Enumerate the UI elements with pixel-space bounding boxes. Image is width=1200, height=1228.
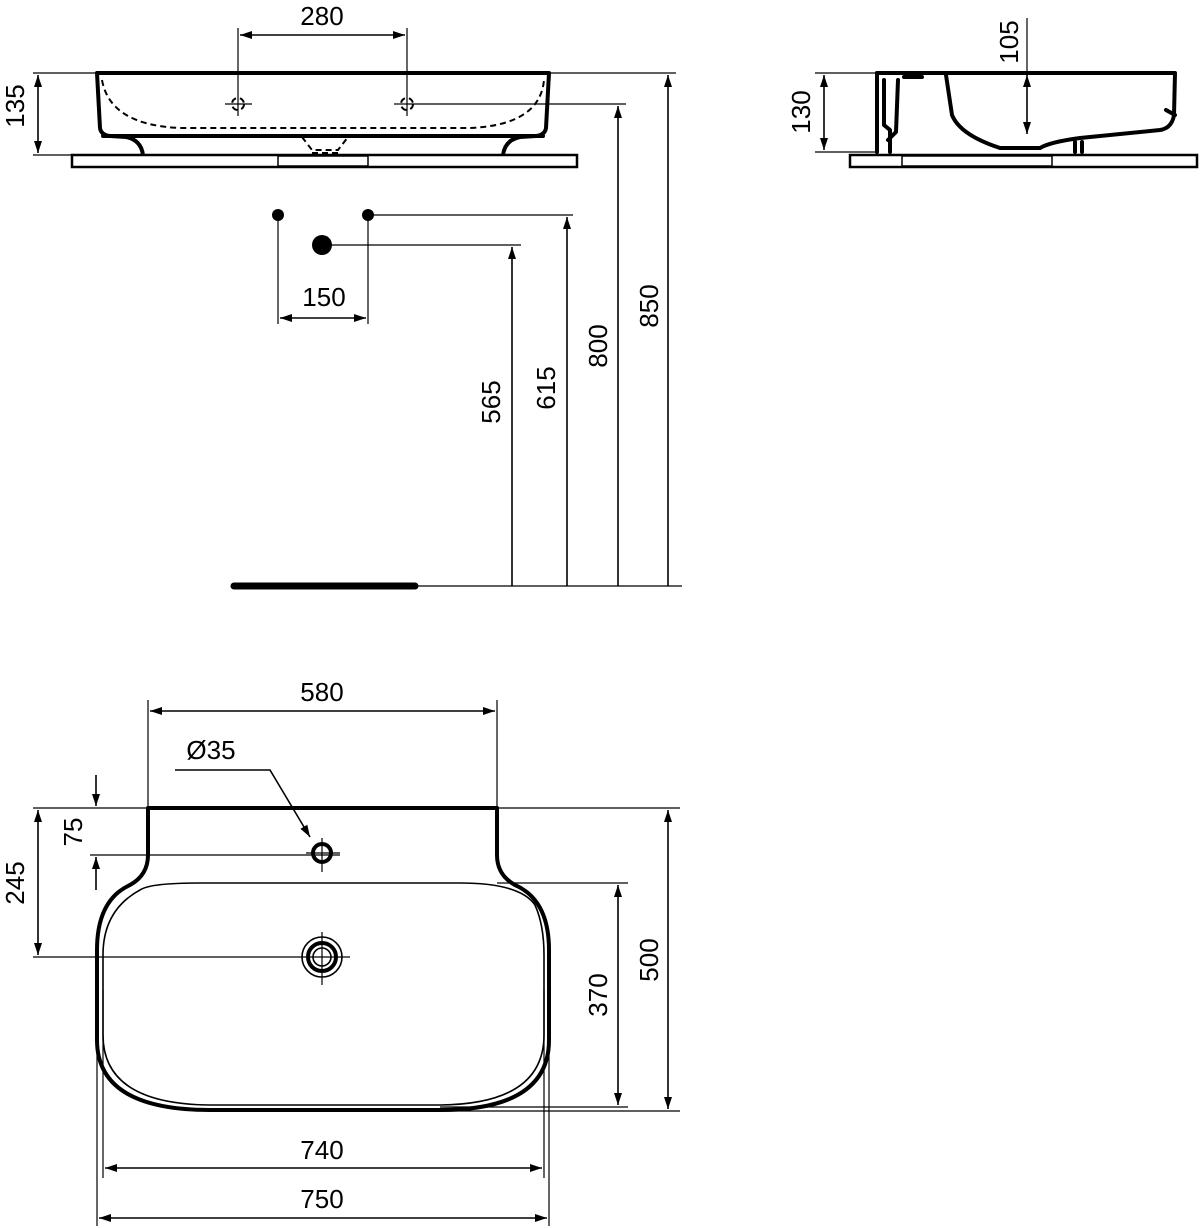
side-countertop-slab [848,153,1199,169]
dim-label-side-basin-height: 130 [786,90,816,133]
dim-label-total-width: 750 [300,1184,343,1214]
dim-label-tap-hole-spacing: 280 [300,1,343,31]
leader-line-diameter [175,769,311,838]
dim-label-supply-spacing: 150 [302,282,345,312]
front-basin-outline [95,71,551,157]
dim-label-tap-hole-height: 800 [583,324,613,367]
dim-label-supply-height: 615 [531,366,561,409]
dim-label-basin-height: 135 [0,84,30,127]
dim-label-waste-height: 565 [476,380,506,423]
dim-label-drain-offset: 245 [0,861,30,904]
dim-label-tap-hole-offset: 75 [58,818,88,847]
dim-label-bowl-depth: 105 [994,20,1024,63]
dim-label-bowl-width: 740 [300,1135,343,1165]
plan-view: 580 Ø35 75 245 370 500 740 750 [0,677,680,1226]
front-view: 280 135 150 565 615 800 850 [0,1,682,590]
dim-label-back-width: 580 [300,677,343,707]
dim-label-tap-hole-diameter: Ø35 [186,735,235,765]
dim-label-total-depth: 500 [634,938,664,981]
dim-label-plan-bowl-depth: 370 [583,973,613,1016]
side-basin-outline [875,71,1177,154]
drain-hole [298,932,350,985]
countertop-slab [70,153,579,169]
tap-hole-markers [225,97,414,111]
side-view: 130 105 [786,18,1199,169]
dim-label-rim-height: 850 [634,284,664,327]
